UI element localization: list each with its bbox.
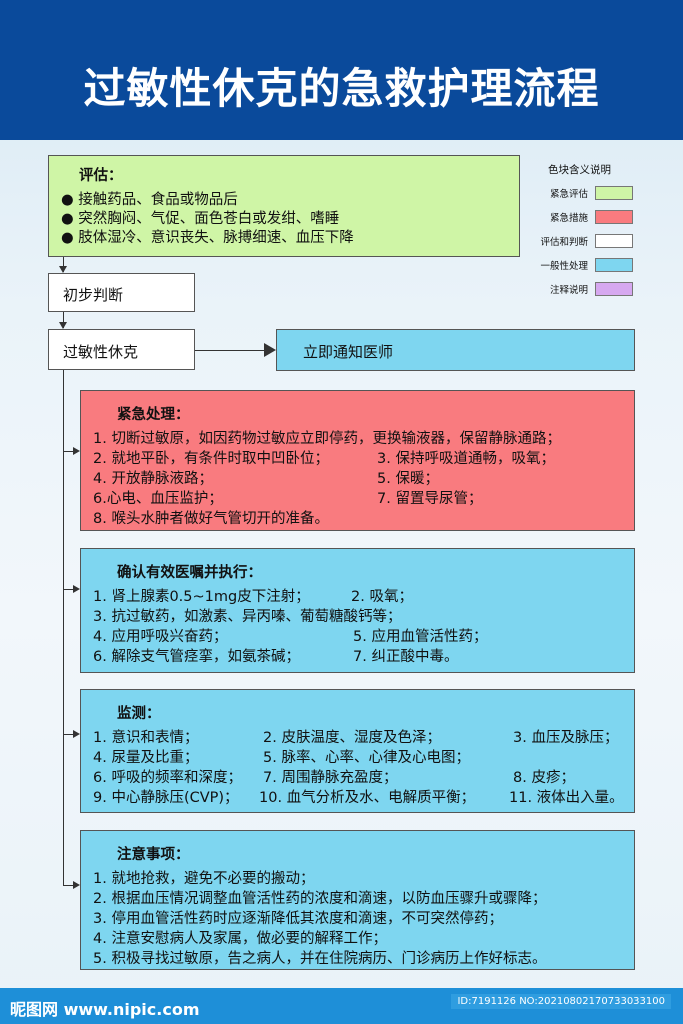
arrow-right-icon — [73, 447, 80, 455]
list-item: 7. 周围静脉充盈度； — [263, 770, 398, 786]
connector-line — [63, 885, 75, 886]
list-item: 1. 肾上腺素0.5~1mg皮下注射； — [93, 589, 310, 605]
monitor-box: 监测： 1. 意识和表情； 2. 皮肤温度、湿度及色泽； 3. 血压及脉压； 4… — [80, 689, 635, 813]
orders-box: 确认有效医嘱并执行： 1. 肾上腺素0.5~1mg皮下注射； 2. 吸氧； 3.… — [80, 548, 635, 673]
page-title: 过敏性休克的急救护理流程 — [83, 64, 600, 113]
connector-line — [63, 734, 75, 735]
legend-label-judgment: 评估和判断 — [540, 237, 588, 248]
initial-judgment-label: 初步判断 — [63, 286, 124, 304]
list-item: 1. 切断过敏原，如因药物过敏应立即停药，更换输液器，保留静脉通路； — [93, 431, 561, 447]
assessment-box: 评估： ● 接触药品、食品或物品后 ● 突然胸闷、气促、面色苍白或发绀、嗜睡 ●… — [48, 155, 520, 257]
list-item: 10. 血气分析及水、电解质平衡； — [259, 790, 476, 806]
list-item: 1. 意识和表情； — [93, 730, 199, 746]
list-item: ● 突然胸闷、气促、面色苍白或发绀、嗜睡 — [61, 211, 340, 227]
list-item: 3. 抗过敏药，如激素、异丙嗪、葡萄糖酸钙等； — [93, 609, 402, 625]
list-item: 7. 纠正酸中毒。 — [353, 649, 459, 665]
connector-line — [63, 257, 64, 272]
list-item: 8. 皮疹； — [513, 770, 575, 786]
list-item: 4. 尿量及比重； — [93, 750, 199, 766]
image-id-label: ID:7191126 NO:20210802170733033100 — [451, 994, 671, 1009]
list-item: 3. 保持呼吸道通畅，吸氧； — [377, 451, 555, 467]
list-item: 2. 根据血压情况调整血管活性药的浓度和滴速，以防血压骤升或骤降； — [93, 891, 547, 907]
list-item: ● 肢体湿冷、意识丧失、脉搏细速、血压下降 — [61, 230, 354, 246]
arrow-right-icon — [73, 585, 80, 593]
list-item: 4. 注意安慰病人及家属，做必要的解释工作； — [93, 931, 387, 947]
connector-line — [63, 312, 64, 328]
list-item: 5. 脉率、心率、心律及心电图； — [263, 750, 470, 766]
arrow-down-icon — [59, 322, 67, 329]
list-item: 3. 血压及脉压； — [513, 730, 619, 746]
legend-swatch-notes — [595, 282, 633, 296]
list-item: 4. 开放静脉液路； — [93, 471, 213, 487]
connector-line — [63, 451, 75, 452]
anaphylaxis-label: 过敏性休克 — [63, 343, 139, 361]
watermark-logo: 昵图网 www.nipic.com — [10, 1000, 200, 1019]
legend-label-assess: 紧急评估 — [549, 189, 588, 200]
list-item: 6. 解除支气管痉挛，如氨茶碱； — [93, 649, 300, 665]
legend-label-notes: 注释说明 — [549, 285, 588, 296]
list-item: 5. 保暖； — [377, 471, 439, 487]
arrow-right-icon — [264, 343, 276, 357]
list-item: 2. 皮肤温度、湿度及色泽； — [263, 730, 441, 746]
list-item: 5. 应用血管活性药； — [353, 629, 488, 645]
list-item: 3. 停用血管活性药时应逐渐降低其浓度和滴速，不可突然停药； — [93, 911, 503, 927]
assessment-heading: 评估： — [79, 168, 123, 184]
anaphylaxis-box: 过敏性休克 — [48, 329, 195, 370]
initial-judgment-box: 初步判断 — [48, 273, 195, 312]
legend-swatch-judgment — [595, 234, 633, 248]
legend-title: 色块含义说明 — [548, 164, 611, 176]
connector-line — [63, 370, 64, 886]
orders-heading: 确认有效医嘱并执行： — [117, 565, 262, 581]
list-item: 7. 留置导尿管； — [377, 491, 483, 507]
legend-label-general: 一般性处理 — [540, 261, 588, 272]
list-item: 5. 积极寻找过敏原，告之病人，并在住院病历、门诊病历上作好标志。 — [93, 951, 547, 967]
notify-label: 立即通知医师 — [303, 343, 394, 361]
list-item: 6.心电、血压监护； — [93, 491, 223, 507]
legend-swatch-assess — [595, 186, 633, 200]
legend-swatch-general — [595, 258, 633, 272]
legend-label-emergency: 紧急措施 — [549, 213, 588, 224]
connector-line — [195, 350, 267, 351]
connector-line — [63, 589, 75, 590]
legend-swatch-emergency — [595, 210, 633, 224]
monitor-heading: 监测： — [117, 706, 161, 722]
list-item: 9. 中心静脉压(CVP)； — [93, 790, 239, 806]
list-item: 1. 就地抢救，避免不必要的搬动； — [93, 871, 315, 887]
list-item: 2. 就地平卧，有条件时取中凹卧位； — [93, 451, 329, 467]
list-item: ● 接触药品、食品或物品后 — [61, 192, 238, 208]
list-item: 8. 喉头水肿者做好气管切开的准备。 — [93, 511, 329, 527]
arrow-right-icon — [73, 881, 80, 889]
notify-box: 立即通知医师 — [276, 329, 635, 371]
arrow-right-icon — [73, 730, 80, 738]
header-banner — [0, 0, 683, 140]
list-item: 2. 吸氧； — [351, 589, 413, 605]
notes-box: 注意事项： 1. 就地抢救，避免不必要的搬动； 2. 根据血压情况调整血管活性药… — [80, 830, 635, 970]
list-item: 11. 液体出入量。 — [509, 790, 624, 806]
notes-heading: 注意事项： — [117, 847, 190, 863]
emergency-box: 紧急处理： 1. 切断过敏原，如因药物过敏应立即停药，更换输液器，保留静脉通路；… — [80, 390, 635, 531]
emergency-heading: 紧急处理： — [117, 407, 190, 423]
arrow-down-icon — [59, 266, 67, 273]
list-item: 6. 呼吸的频率和深度； — [93, 770, 242, 786]
list-item: 4. 应用呼吸兴奋药； — [93, 629, 228, 645]
